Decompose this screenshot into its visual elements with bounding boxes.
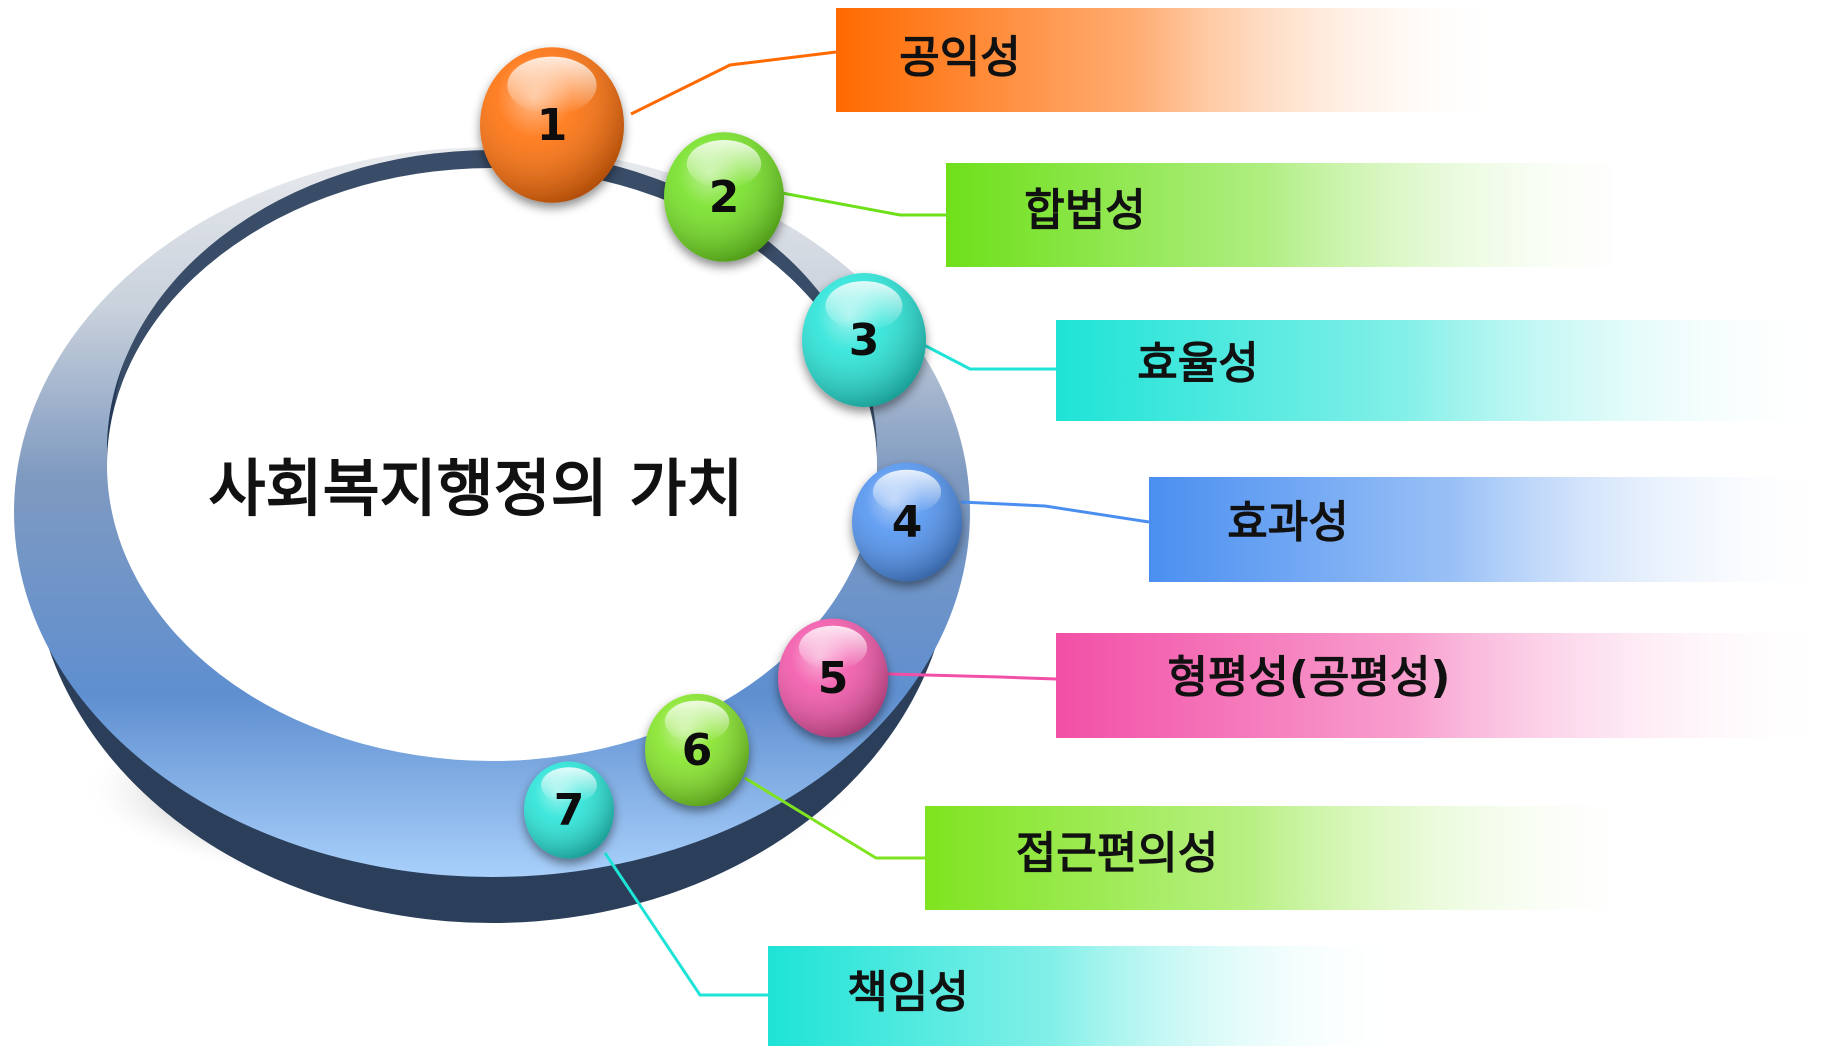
number-ball-5: 5 — [778, 618, 888, 738]
connector-line-1 — [630, 50, 837, 116]
center-title: 사회복지행정의 가치 — [209, 452, 744, 525]
value-label-6: 접근편의성 — [1016, 828, 1218, 879]
ring-inner-face — [107, 169, 877, 761]
connector-line-7 — [603, 852, 768, 997]
ball-number-6: 6 — [682, 725, 713, 776]
value-label-1: 공익성 — [899, 32, 1020, 83]
value-bar-2 — [946, 163, 1656, 267]
ball-number-3: 3 — [849, 315, 880, 366]
value-bar-7 — [768, 946, 1403, 1046]
value-bar-1 — [836, 8, 1506, 112]
ball-number-2: 2 — [709, 172, 740, 223]
number-balls: 1 2 3 4 5 6 7 — [480, 47, 962, 859]
value-label-4: 효과성 — [1227, 497, 1348, 548]
number-ball-4: 4 — [852, 462, 962, 582]
value-bar-4 — [1149, 477, 1835, 582]
connectors — [603, 50, 1150, 997]
ball-number-4: 4 — [892, 497, 923, 548]
connector-line-5 — [887, 672, 1057, 681]
connector-line-4 — [960, 500, 1150, 524]
number-ball-1: 1 — [480, 47, 624, 203]
value-label-5: 형평성(공평성) — [1167, 652, 1450, 703]
value-bar-5 — [1056, 633, 1835, 738]
connector-line-6 — [744, 776, 925, 860]
value-bar-3 — [1056, 320, 1835, 421]
value-label-7: 책임성 — [847, 967, 968, 1018]
connector-line-3 — [923, 343, 1056, 371]
ball-number-5: 5 — [818, 653, 849, 704]
value-label-3: 효율성 — [1137, 338, 1258, 389]
number-ball-3: 3 — [802, 273, 926, 407]
value-label-2: 합법성 — [1024, 185, 1145, 236]
number-ball-2: 2 — [664, 132, 784, 262]
connector-line-2 — [781, 191, 946, 217]
number-ball-6: 6 — [645, 693, 749, 807]
ball-number-1: 1 — [537, 100, 568, 151]
value-bar-6 — [925, 806, 1651, 910]
ball-number-7: 7 — [554, 785, 585, 836]
number-ball-7: 7 — [524, 761, 614, 859]
